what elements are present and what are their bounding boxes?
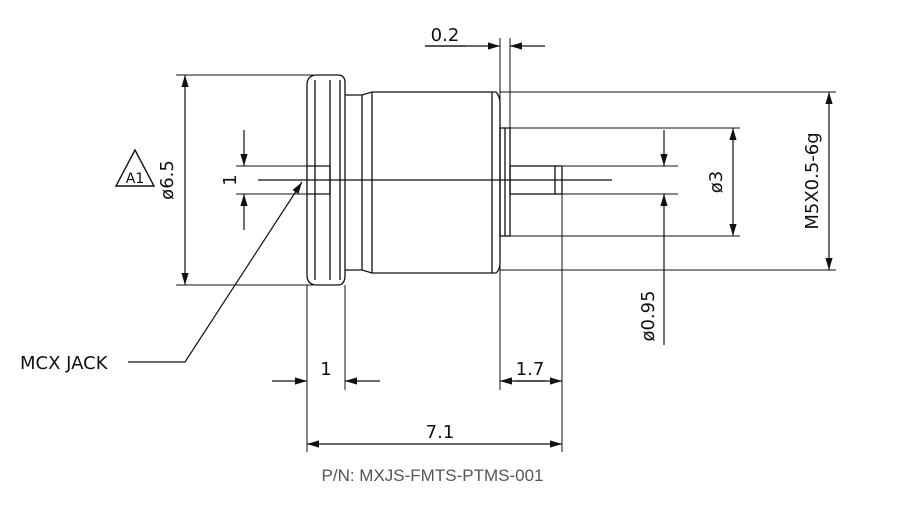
thread-section: [499, 127, 511, 237]
dim-lines: [181, 42, 833, 448]
dim-flange-1: 1: [320, 359, 331, 380]
revision-triangle: A1: [114, 148, 156, 187]
body-outline: [345, 91, 501, 274]
dim-overall-7-1: 7.1: [426, 422, 455, 443]
part-number-caption: P/N: MXJS-FMTS-PTMS-001: [321, 466, 544, 485]
dim-dia-6-5: ø6.5: [157, 160, 178, 200]
extension-lines: [176, 38, 836, 452]
dim-thread: M5X0.5-6g: [802, 132, 823, 229]
part-leader-line: [128, 181, 303, 363]
revision-tag-text: A1: [126, 171, 144, 187]
dim-gap-0-2: 0.2: [431, 25, 460, 46]
dim-dia-3: ø3: [706, 171, 727, 193]
dim-pin-1-7: 1.7: [516, 359, 545, 380]
dim-slot-1: 1: [220, 174, 241, 185]
dim-dia-0-95: ø0.95: [638, 290, 659, 341]
part-name-label: MCX JACK: [20, 353, 109, 374]
